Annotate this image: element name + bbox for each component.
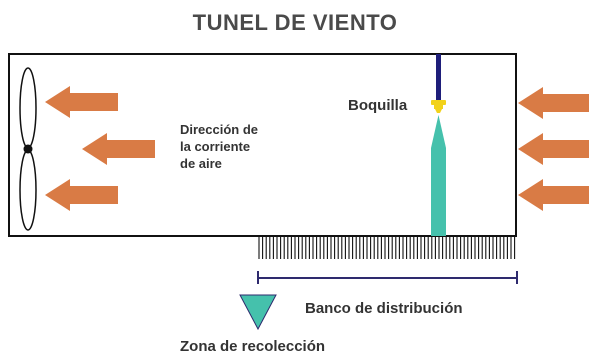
airflow-label-line3: de aire bbox=[180, 156, 222, 171]
nozzle-label: Boquilla bbox=[348, 97, 408, 114]
airflow-arrow-inner-middle bbox=[82, 133, 155, 165]
airflow-arrow-inner-top bbox=[45, 86, 118, 118]
airflow-label-line1: Dirección de bbox=[180, 122, 258, 137]
airflow-label-line2: la corriente bbox=[180, 139, 250, 154]
distribution-bank-bracket bbox=[257, 271, 518, 284]
comb-teeth bbox=[258, 237, 516, 259]
airflow-arrow-outer-bottom bbox=[518, 179, 589, 211]
airflow-arrow-inner-bottom bbox=[45, 179, 118, 211]
nozzle-icon bbox=[431, 100, 446, 113]
spray-plume bbox=[431, 115, 446, 236]
airflow-arrow-outer-middle bbox=[518, 133, 589, 165]
distribution-bank-label: Banco de distribución bbox=[305, 300, 463, 317]
diagram-title: TUNEL DE VIENTO bbox=[193, 10, 398, 35]
collection-zone-label: Zona de recolección bbox=[180, 338, 325, 355]
airflow-arrow-outer-top bbox=[518, 87, 589, 119]
fan-icon bbox=[19, 67, 37, 231]
nozzle-tube bbox=[436, 54, 441, 102]
distribution-bank-comb bbox=[258, 237, 516, 259]
collection-funnel-icon bbox=[239, 294, 277, 331]
